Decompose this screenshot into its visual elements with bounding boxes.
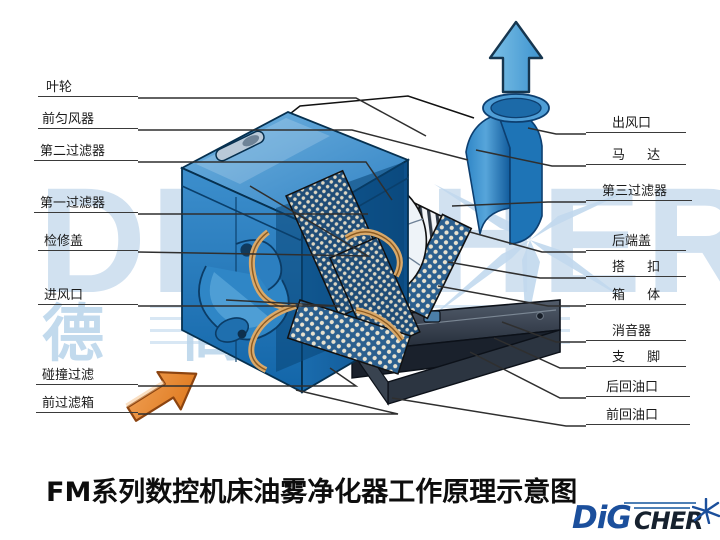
label-rule bbox=[34, 160, 138, 161]
label-rule bbox=[38, 250, 138, 251]
label-rule bbox=[36, 412, 138, 413]
page-title: FM系列数控机床油雾净化器工作原理示意图 bbox=[46, 477, 578, 508]
label-front-oil-return: 前回油口 bbox=[606, 408, 659, 423]
logo-text-cher: CHER bbox=[634, 507, 704, 535]
logo-text-dig: DiG bbox=[572, 500, 632, 536]
label-rear-end-cover: 后端盖 bbox=[612, 234, 652, 249]
label-rule bbox=[586, 304, 686, 305]
air-exhaust-arrow bbox=[488, 20, 544, 94]
label-rule bbox=[36, 384, 138, 385]
label-rule bbox=[586, 340, 686, 341]
label-first-filter: 第一过滤器 bbox=[40, 196, 106, 211]
logo-speed-lines-icon bbox=[624, 502, 696, 509]
label-rule bbox=[586, 366, 686, 367]
label-impact-filter: 碰撞过滤 bbox=[42, 368, 95, 383]
label-rule bbox=[586, 396, 690, 397]
label-front-filter-box: 前过滤箱 bbox=[42, 396, 95, 411]
label-rule bbox=[586, 276, 686, 277]
label-rule bbox=[586, 424, 690, 425]
label-impeller: 叶轮 bbox=[46, 80, 73, 95]
label-rear-oil-return: 后回油口 bbox=[606, 380, 659, 395]
label-third-filter: 第三过滤器 bbox=[602, 184, 668, 199]
label-air-outlet: 出风口 bbox=[612, 116, 652, 131]
logo-starburst-icon bbox=[692, 498, 720, 524]
label-rule bbox=[38, 96, 138, 97]
label-rule bbox=[34, 212, 138, 213]
label-rule bbox=[586, 250, 686, 251]
label-motor: 马 达 bbox=[612, 148, 670, 163]
brand-logo: DiG CHER bbox=[572, 498, 720, 538]
label-rule bbox=[586, 132, 686, 133]
label-rule bbox=[586, 164, 686, 165]
air-intake-arrow bbox=[125, 370, 198, 422]
label-second-filter: 第二过滤器 bbox=[40, 144, 106, 159]
label-silencer: 消音器 bbox=[612, 324, 652, 339]
label-air-inlet: 进风口 bbox=[44, 288, 84, 303]
label-support-foot: 支 脚 bbox=[612, 350, 670, 365]
label-rule bbox=[38, 128, 138, 129]
label-access-cover: 检修盖 bbox=[44, 234, 84, 249]
label-rule bbox=[38, 304, 138, 305]
label-housing: 箱 体 bbox=[612, 288, 670, 303]
label-latch: 搭 扣 bbox=[612, 260, 670, 275]
label-rule bbox=[586, 200, 692, 201]
label-front-air-distributor: 前匀风器 bbox=[42, 112, 95, 127]
